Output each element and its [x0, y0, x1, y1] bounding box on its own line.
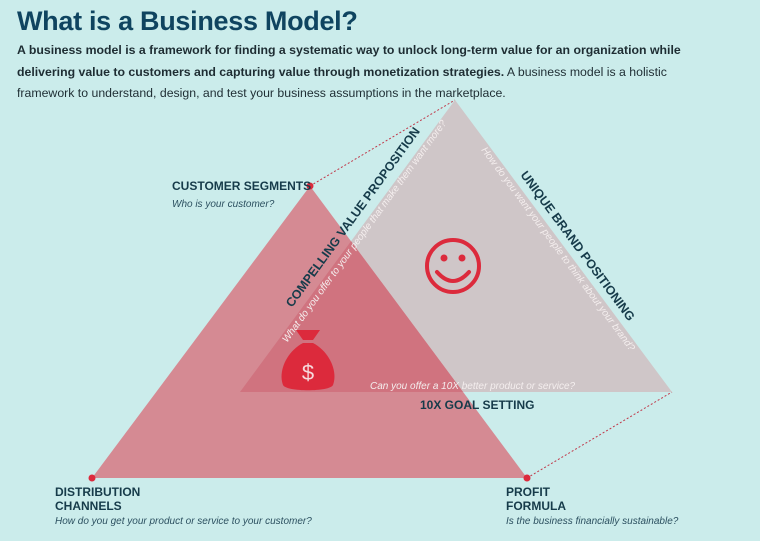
intro-paragraph: A business model is a framework for find…	[17, 40, 717, 105]
profit-question: Is the business financially sustainable?	[506, 516, 679, 527]
vertex-dot-distribution	[88, 474, 96, 482]
money-bag-icon: $	[281, 330, 335, 391]
customer-segments-label: CUSTOMER SEGMENTS	[172, 179, 311, 193]
intro-bold: A business model is a framework for find…	[17, 43, 681, 79]
distribution-question: How do you get your product or service t…	[55, 516, 312, 527]
distribution-label-1: DISTRIBUTION	[55, 485, 140, 499]
vertex-dot-profit	[523, 474, 531, 482]
page-title: What is a Business Model?	[17, 6, 358, 36]
smiley-face-icon	[425, 238, 481, 294]
customer-segments-question: Who is your customer?	[172, 199, 275, 210]
distribution-label-2: CHANNELS	[55, 499, 122, 513]
vertex-dot-customer	[306, 182, 314, 190]
intro-normal: A business model is a holistic framework…	[17, 64, 667, 101]
profit-label-2: FORMULA	[506, 499, 566, 513]
goal-setting-label: 10X GOAL SETTING	[420, 398, 534, 412]
svg-text:$: $	[302, 360, 314, 385]
goal-setting-question: Can you offer a 10X better product or se…	[370, 381, 576, 392]
connector-top	[309, 99, 456, 187]
connector-right	[526, 391, 673, 479]
profit-label-1: PROFIT	[506, 485, 551, 499]
